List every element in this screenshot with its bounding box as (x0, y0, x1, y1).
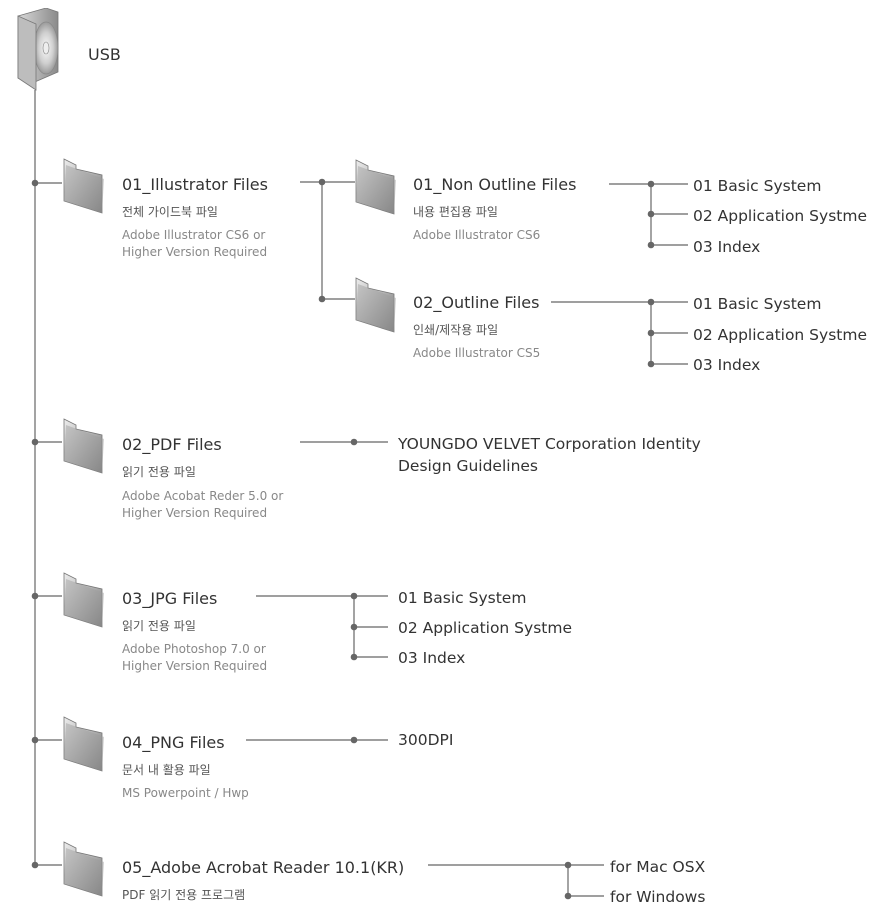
folder-icon (63, 158, 104, 214)
folder-subtitle: 전체 가이드북 파일 (122, 205, 218, 219)
folder-subtitle: 읽기 전용 파일 (122, 619, 196, 633)
leaf-item: 03 Index (693, 238, 761, 256)
folder-note: Adobe Photoshop 7.0 or (122, 642, 266, 656)
folder-note: Adobe Acobat Reder 5.0 or (122, 489, 284, 503)
subfolder-note: Adobe Illustrator CS5 (413, 346, 541, 360)
folder-title: 04_PNG Files (122, 733, 225, 752)
leaf-item: 02 Application Systme (693, 326, 867, 344)
folder-note: Adobe Illustrator CS6 or (122, 228, 266, 242)
subfolder-subtitle: 인쇄/제작용 파일 (413, 323, 499, 337)
folder-subtitle: 문서 내 활용 파일 (122, 763, 211, 777)
leaf-item: for Windows (610, 888, 706, 906)
leaf-item: 03 Index (398, 649, 466, 667)
leaf-item: 300DPI (398, 731, 454, 749)
folder-icon (355, 277, 396, 333)
folder-title: 03_JPG Files (122, 589, 218, 608)
subfolder-subtitle: 내용 편집용 파일 (413, 205, 498, 219)
folder-icon (63, 841, 104, 897)
folder-note: Higher Version Required (122, 506, 268, 520)
leaf-item: Design Guidelines (398, 457, 539, 475)
leaf-item: 02 Application Systme (398, 619, 572, 637)
folder-subtitle: PDF 읽기 전용 프로그램 (122, 888, 246, 902)
folder-note: MS Powerpoint / Hwp (122, 786, 249, 800)
folder-note: Higher Version Required (122, 659, 268, 673)
subfolder-note: Adobe Illustrator CS6 (413, 228, 541, 242)
subfolder-title: 01_Non Outline Files (413, 175, 577, 194)
usb-label: USB (88, 45, 121, 64)
usb-disc-icon (17, 8, 59, 91)
folder-title: 02_PDF Files (122, 435, 222, 454)
leaf-item: 01 Basic System (398, 589, 527, 607)
leaf-item: 01 Basic System (693, 295, 822, 313)
folder-icon (63, 572, 104, 628)
folder-title: 05_Adobe Acrobat Reader 10.1(KR) (122, 858, 405, 877)
subfolder-title: 02_Outline Files (413, 293, 540, 312)
folder-note: Higher Version Required (122, 245, 268, 259)
leaf-item: for Mac OSX (610, 858, 706, 876)
leaf-item: 02 Application Systme (693, 207, 867, 225)
folder-icon (63, 716, 104, 772)
folder-icon (355, 159, 396, 215)
leaf-item: YOUNGDO VELVET Corporation Identity (398, 435, 701, 453)
folder-title: 01_Illustrator Files (122, 175, 268, 194)
leaf-item: 01 Basic System (693, 177, 822, 195)
folder-subtitle: 읽기 전용 파일 (122, 465, 196, 479)
leaf-item: 03 Index (693, 356, 761, 374)
folder-icon (63, 418, 104, 474)
